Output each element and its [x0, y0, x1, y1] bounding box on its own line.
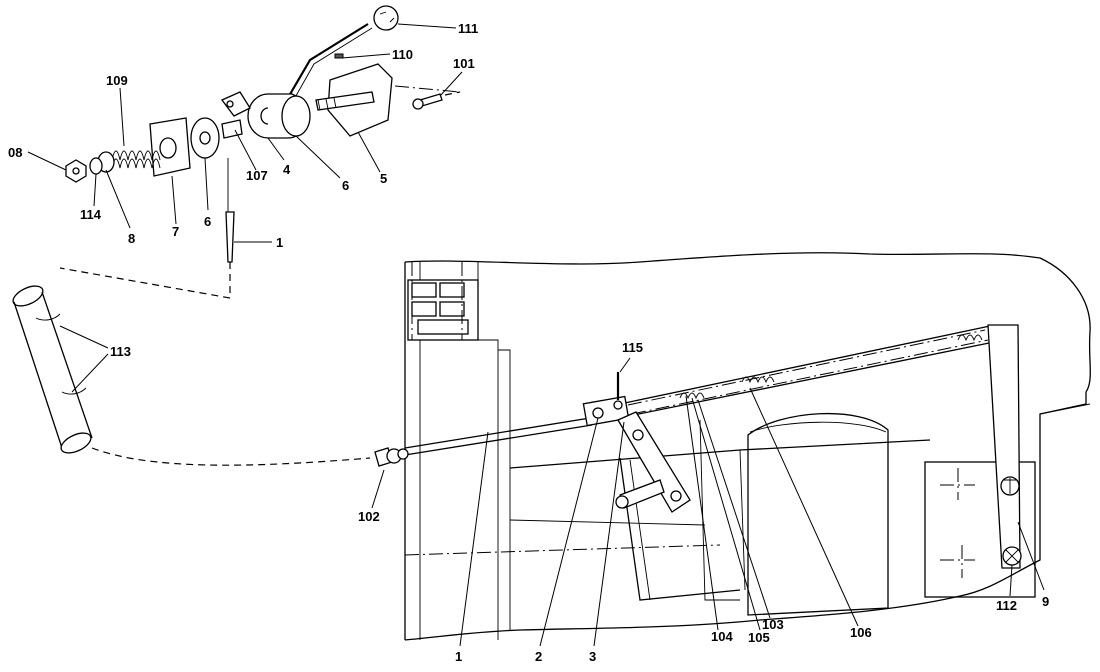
- callout-5: 5: [380, 171, 387, 186]
- tube: [12, 285, 93, 454]
- callout-104: 104: [711, 629, 733, 644]
- callout-115: 115: [622, 340, 643, 355]
- callout-6a: 6: [204, 214, 211, 229]
- cable-assembly: [374, 324, 1022, 569]
- callout-102: 102: [358, 509, 380, 524]
- machine-housing: [404, 252, 1091, 641]
- callout-2: 2: [535, 649, 542, 664]
- callout-111: 111: [458, 21, 478, 36]
- callout-106: 106: [850, 625, 872, 640]
- sheath-coils: [679, 334, 983, 400]
- callout-112: 112: [996, 598, 1017, 613]
- callout-114: 114: [80, 207, 102, 222]
- callout-105: 105: [748, 630, 770, 645]
- callout-1b: 1: [455, 649, 462, 664]
- bracket: [987, 324, 1021, 569]
- callout-9: 9: [1042, 594, 1049, 609]
- bolt-102: [374, 447, 409, 467]
- leader-lines: [27, 23, 1045, 647]
- callout-3: 3: [589, 649, 596, 664]
- callout-103: 103: [762, 617, 784, 632]
- callout-109: 109: [106, 73, 128, 88]
- callouts: 111 110 101 109 08 114 8 7 6 107 4 6 5 1…: [8, 21, 1049, 664]
- callout-8: 8: [128, 231, 135, 246]
- callout-107: 107: [246, 168, 268, 183]
- callout-1a: 1: [276, 235, 283, 250]
- callout-6b: 6: [342, 178, 349, 193]
- callout-08: 08: [8, 145, 22, 160]
- callout-110: 110: [392, 47, 413, 62]
- knob: [373, 5, 399, 31]
- callout-4: 4: [283, 162, 291, 177]
- callout-113: 113: [110, 344, 131, 359]
- callout-101: 101: [453, 56, 475, 71]
- callout-7: 7: [172, 224, 179, 239]
